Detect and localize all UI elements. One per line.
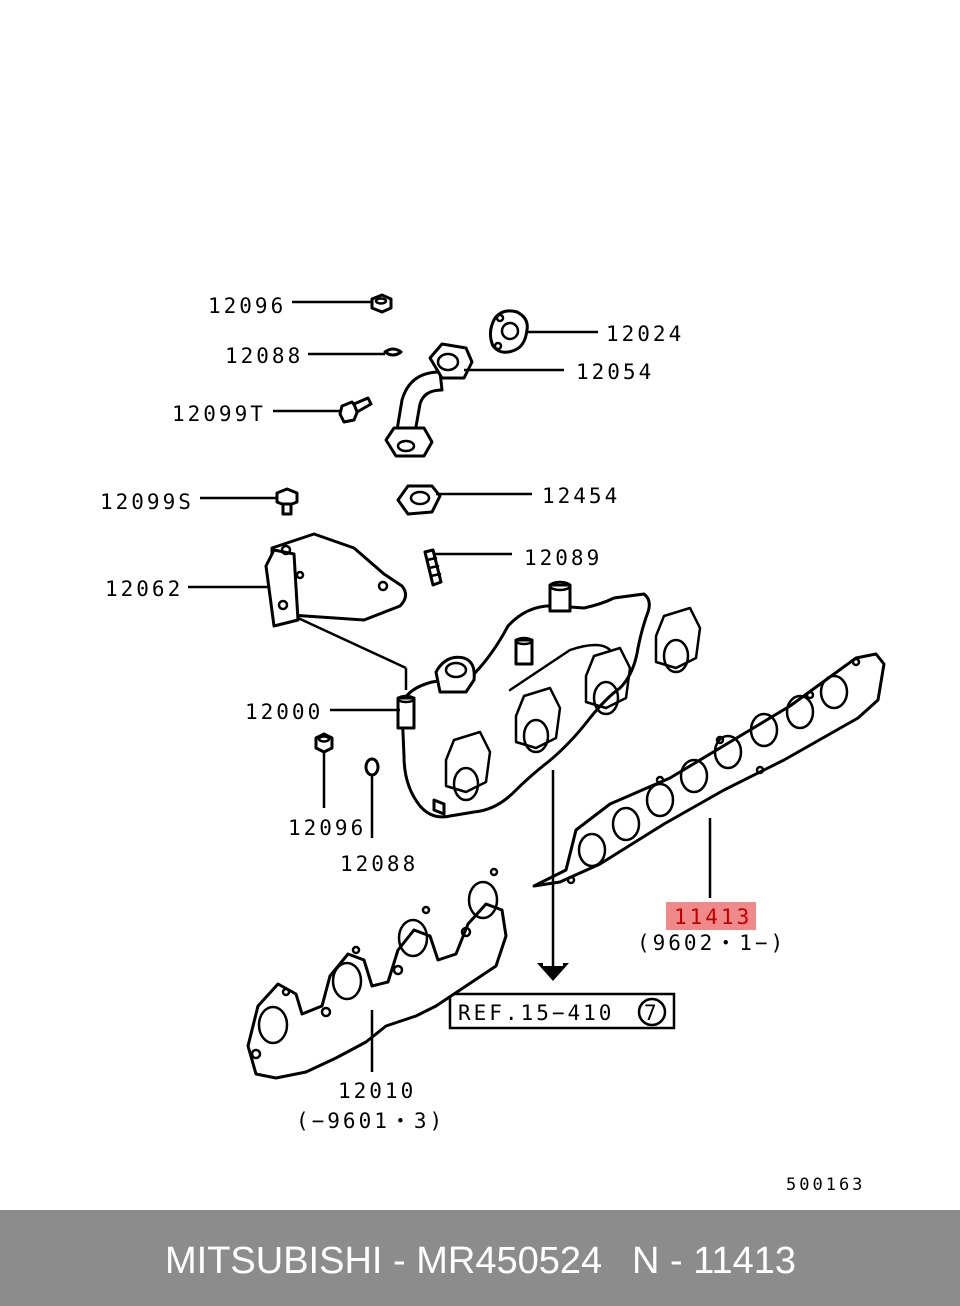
label-12089: 12089 — [524, 546, 602, 570]
label-12010: 12010 — [338, 1079, 416, 1103]
label-12088-top: 12088 — [225, 344, 303, 368]
gasket-12010-icon — [246, 867, 508, 1080]
label-12088-bottom: 12088 — [340, 852, 418, 876]
label-12024: 12024 — [606, 322, 684, 346]
label-12062: 12062 — [105, 577, 183, 601]
ref-box[interactable] — [448, 992, 676, 1030]
label-11413-range: (9602・1−) — [637, 931, 786, 955]
label-12454: 12454 — [542, 484, 620, 508]
gasket-12454-icon — [396, 484, 442, 516]
label-12099S: 12099S — [100, 490, 194, 514]
footer-brand-part-number: MITSUBISHI - MR450524 — [165, 1240, 603, 1282]
label-12000: 12000 — [245, 700, 323, 724]
ref-arrow-icon — [537, 963, 569, 981]
label-11413: 11413 — [674, 905, 752, 929]
footer-text: MITSUBISHI - MR450524 N - 11413 — [0, 1210, 960, 1306]
label-12099T: 12099T — [172, 402, 266, 426]
washer-12088-bottom-icon — [364, 757, 380, 777]
ref-text[interactable]: REF.15−410 — [458, 1001, 614, 1025]
bracket-12062-icon — [264, 532, 407, 628]
pipe-12054-icon — [384, 342, 474, 458]
nut-12096-bottom-icon — [314, 732, 334, 754]
label-12054: 12054 — [576, 360, 654, 384]
gasket-11413-icon — [532, 652, 886, 888]
bolt-12099S-icon — [275, 487, 299, 516]
drawing-number: 500163 — [786, 1175, 865, 1195]
label-12096-top: 12096 — [208, 294, 286, 318]
label-12010-range: (−9601・3) — [296, 1109, 445, 1133]
exhaust-manifold-12000-icon — [396, 580, 702, 819]
footer-bar: MITSUBISHI - MR450524 N - 11413 — [0, 1210, 960, 1306]
bolt-12099T-icon — [338, 396, 373, 424]
nut-12096-top-icon — [370, 293, 393, 314]
washer-12088-top-icon — [383, 347, 403, 357]
footer-diagram-code: N - 11413 — [632, 1240, 797, 1282]
parts-diagram: 12096 12088 12099T 12024 12054 12099S — [100, 293, 886, 1195]
ref-circle-number: 7 — [644, 1001, 657, 1025]
label-11413-highlight — [666, 902, 756, 930]
ref-circle — [637, 997, 667, 1027]
gasket-12024-icon — [488, 309, 529, 354]
stud-12089-icon — [423, 548, 443, 587]
label-12096-bottom: 12096 — [288, 816, 366, 840]
